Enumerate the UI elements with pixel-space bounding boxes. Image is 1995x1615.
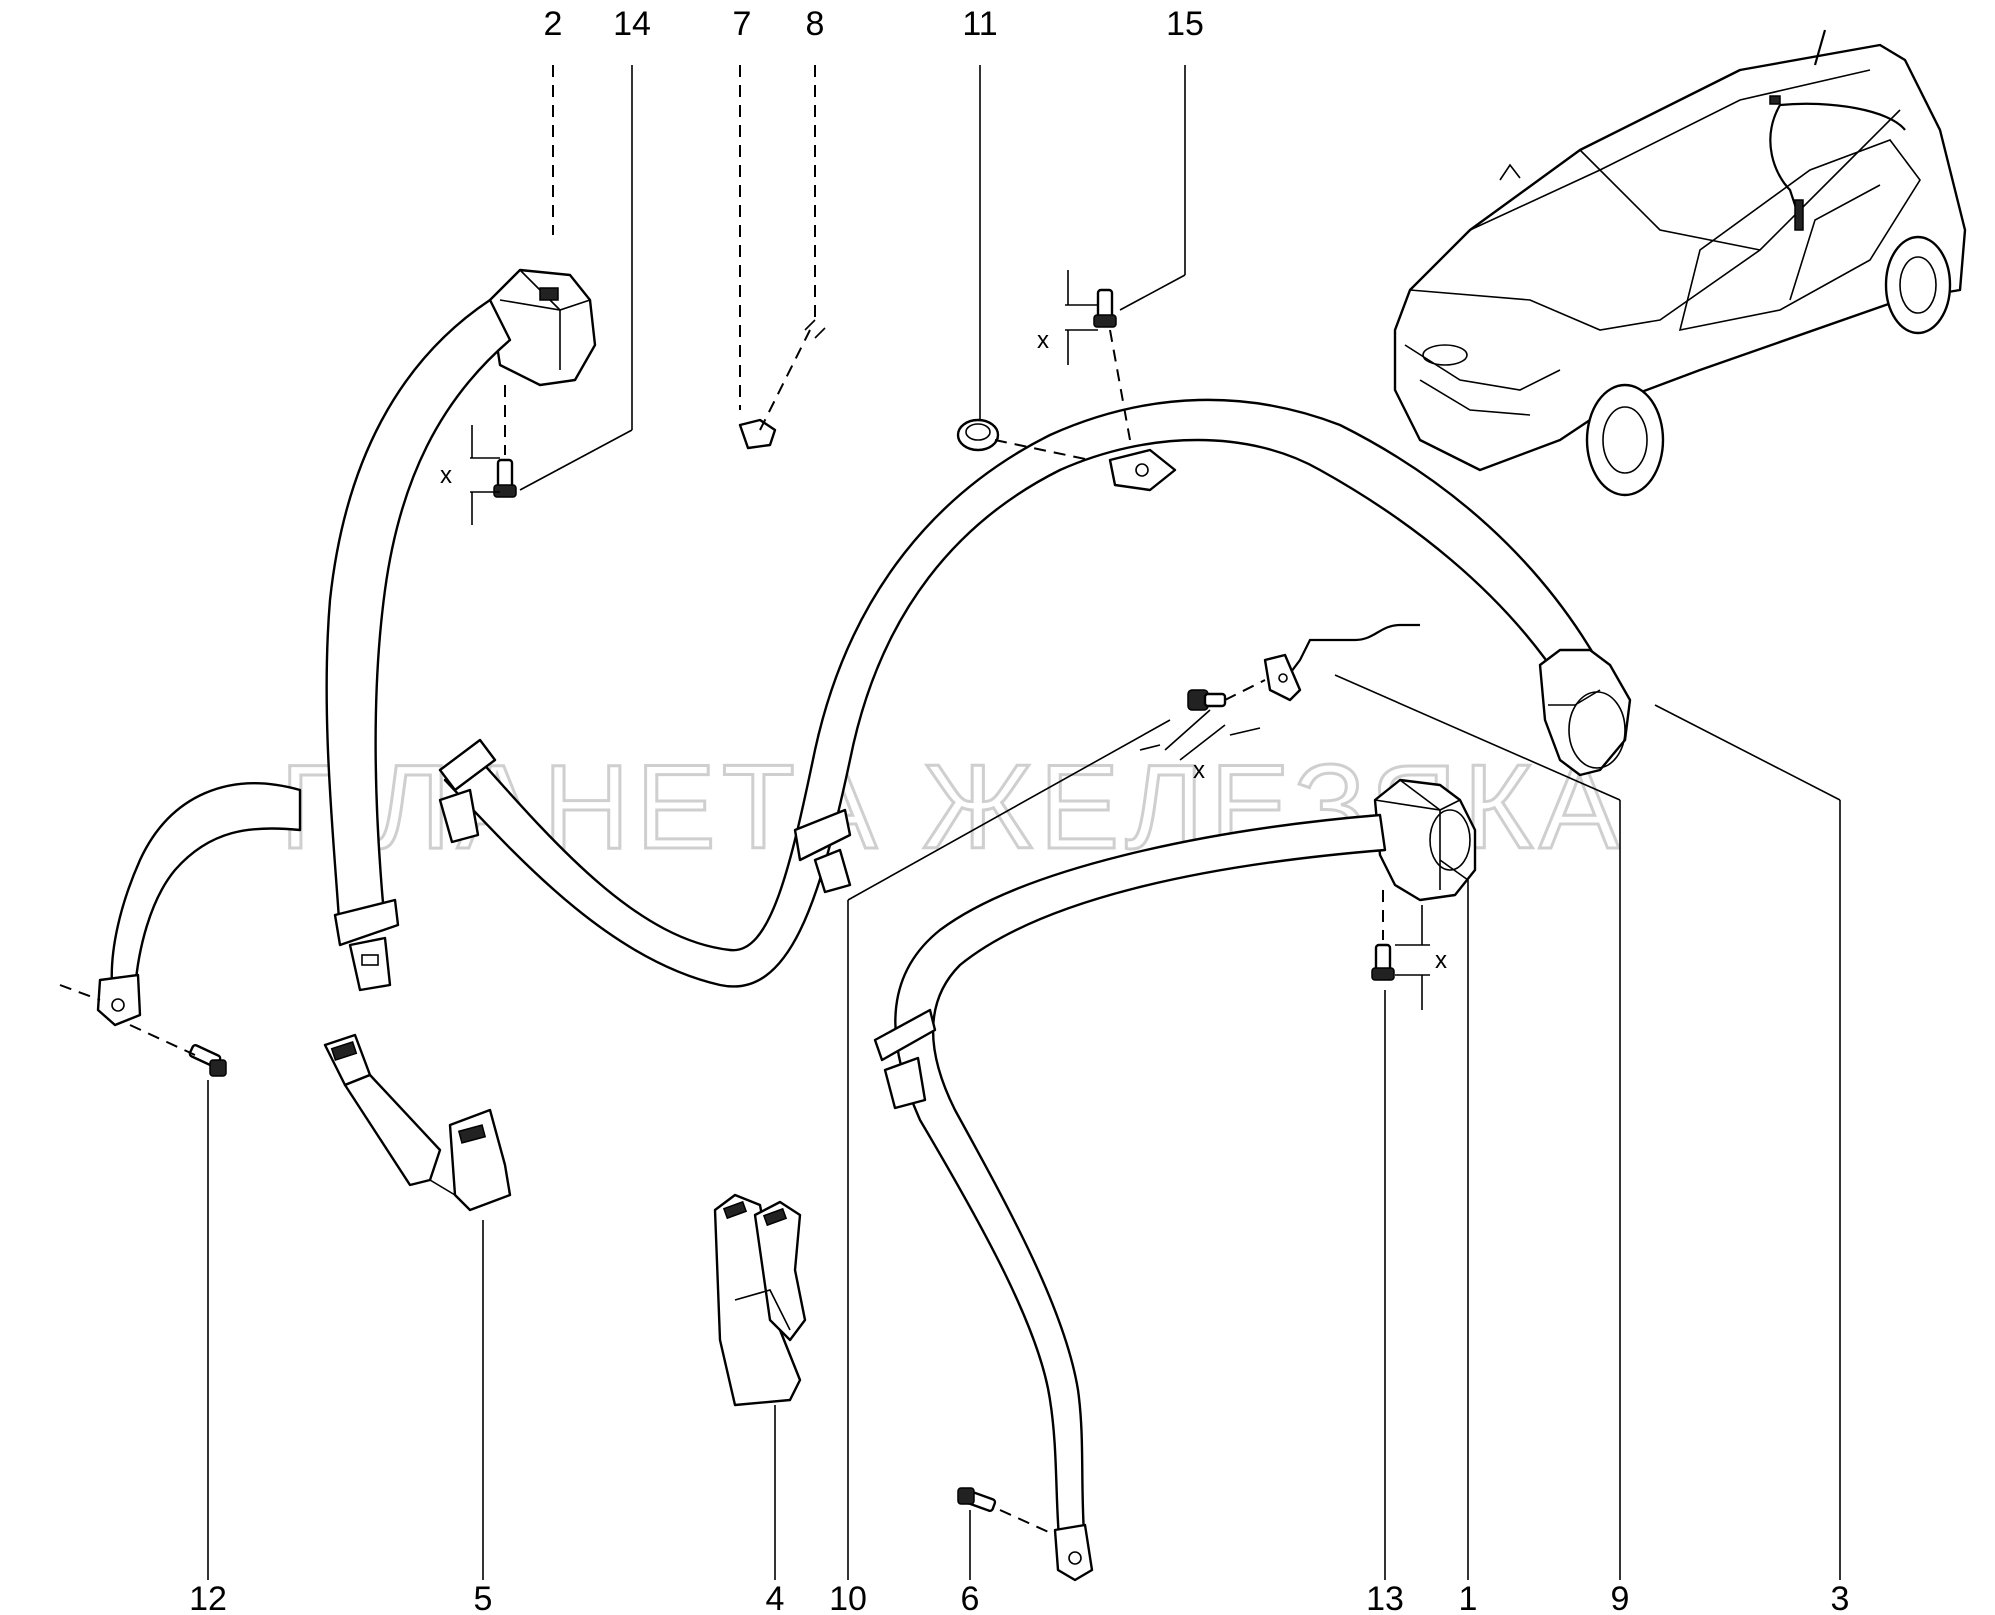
dimension-marker-10: x	[1139, 709, 1261, 784]
part-5-seat-belt-buckle	[323, 1033, 512, 1212]
part-3-front-retractor	[1538, 648, 1632, 777]
part-1-front-retractor	[1373, 778, 1477, 902]
part-8-clip	[804, 319, 826, 339]
part-12-lap-belt-strap	[96, 782, 302, 1027]
part-13-bolt	[1371, 943, 1395, 981]
part-2-rear-belt-strap	[325, 298, 512, 992]
dimension-label: x	[1037, 327, 1049, 354]
part-11-plug	[956, 418, 1000, 452]
dimension-label: x	[1435, 947, 1447, 974]
callout-2: 2	[544, 5, 563, 43]
callout-11: 11	[962, 5, 997, 43]
part-12-bolt	[188, 1044, 227, 1077]
callout-5: 5	[474, 1580, 493, 1615]
callout-13: 13	[1366, 1580, 1404, 1615]
part-4-double-buckle	[713, 1193, 807, 1407]
callout-7: 7	[733, 5, 752, 43]
callout-6: 6	[961, 1580, 980, 1615]
callout-1: 1	[1459, 1580, 1478, 1615]
car-illustration	[1393, 29, 1967, 497]
dimension-marker-15: x	[1037, 270, 1098, 365]
callout-14: 14	[613, 5, 651, 43]
part-7-cap	[738, 418, 777, 450]
callout-15: 15	[1166, 5, 1204, 43]
callout-10: 10	[829, 1580, 867, 1615]
callout-8: 8	[806, 5, 825, 43]
callout-numbers: 2 14 7 8 11 15 12 5 4 10 6 13 1 9 3	[189, 5, 1849, 1615]
part-9-buckle-cable	[1263, 623, 1420, 702]
leader-lines	[207, 65, 1841, 1580]
callout-4: 4	[766, 1580, 785, 1615]
callout-3: 3	[1831, 1580, 1850, 1615]
dimension-label: x	[1193, 757, 1205, 784]
callout-12: 12	[189, 1580, 227, 1615]
part-2-rear-belt-retractor	[488, 268, 597, 387]
part-14-bolt	[493, 458, 517, 498]
dimension-marker-14: x	[440, 425, 500, 525]
part-15-bolt	[1093, 288, 1117, 328]
part-10-bolt	[1187, 689, 1227, 711]
part-1-front-belt-strap	[873, 813, 1387, 1582]
assembly-dashed-lines	[59, 65, 1384, 1536]
callout-9: 9	[1611, 1580, 1630, 1615]
dimension-label: x	[440, 462, 452, 489]
part-6-bolt	[957, 1487, 997, 1513]
dimension-marker-13: x	[1395, 905, 1447, 1010]
